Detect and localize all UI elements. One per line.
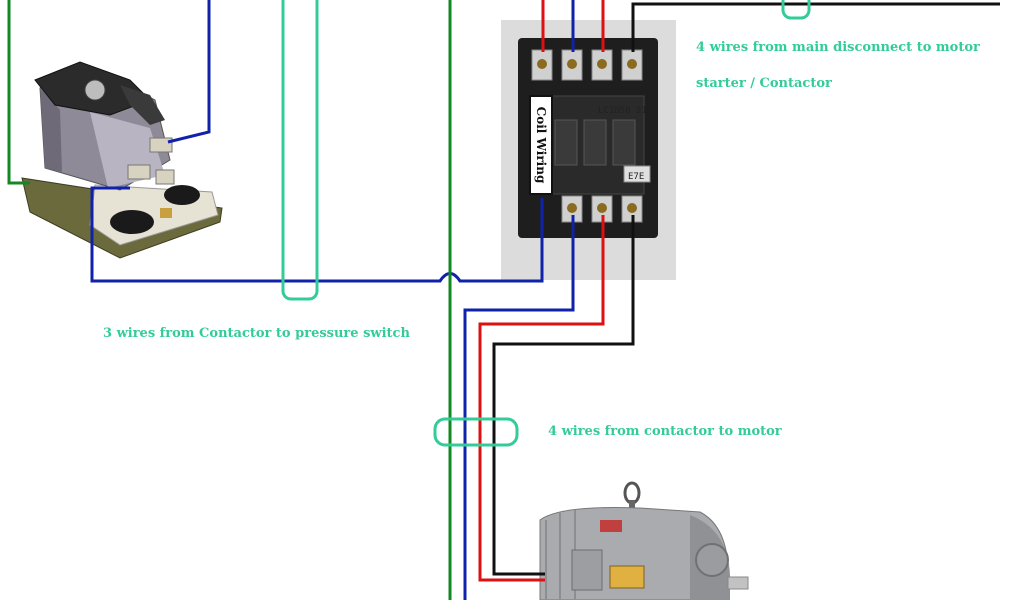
main-wire-black (631, 2, 1000, 52)
bundle-marker-motor (433, 417, 519, 447)
contactor-model-label: LC1D50 21 (598, 106, 647, 116)
ground-wire-left (7, 0, 30, 185)
motor-wire-black (492, 215, 635, 576)
motor-wire-blue (463, 215, 575, 600)
contactor-icon (501, 20, 676, 280)
contactor-voltage-label: E7E (628, 172, 645, 182)
main-disconnect-label-line1: 4 wires from main disconnect to motor (696, 40, 980, 55)
pressure-switch-icon (21, 61, 223, 259)
bundle-marker-main-disconnect (781, 0, 811, 20)
coil-wiring-tag: Coil Wiring (529, 95, 553, 195)
coil-wiring-label: Coil Wiring (534, 106, 548, 184)
pressure-switch-wire-top (167, 0, 211, 144)
motor-wire-red (478, 215, 605, 582)
bundle-marker-pressure-switch (281, 0, 319, 301)
pressure-switch-label: 3 wires from Contactor to pressure switc… (103, 326, 410, 341)
electric-motor-icon (539, 481, 749, 600)
main-disconnect-label-line2: starter / Contactor (696, 76, 832, 91)
contactor-to-motor-label: 4 wires from contactor to motor (548, 424, 782, 439)
